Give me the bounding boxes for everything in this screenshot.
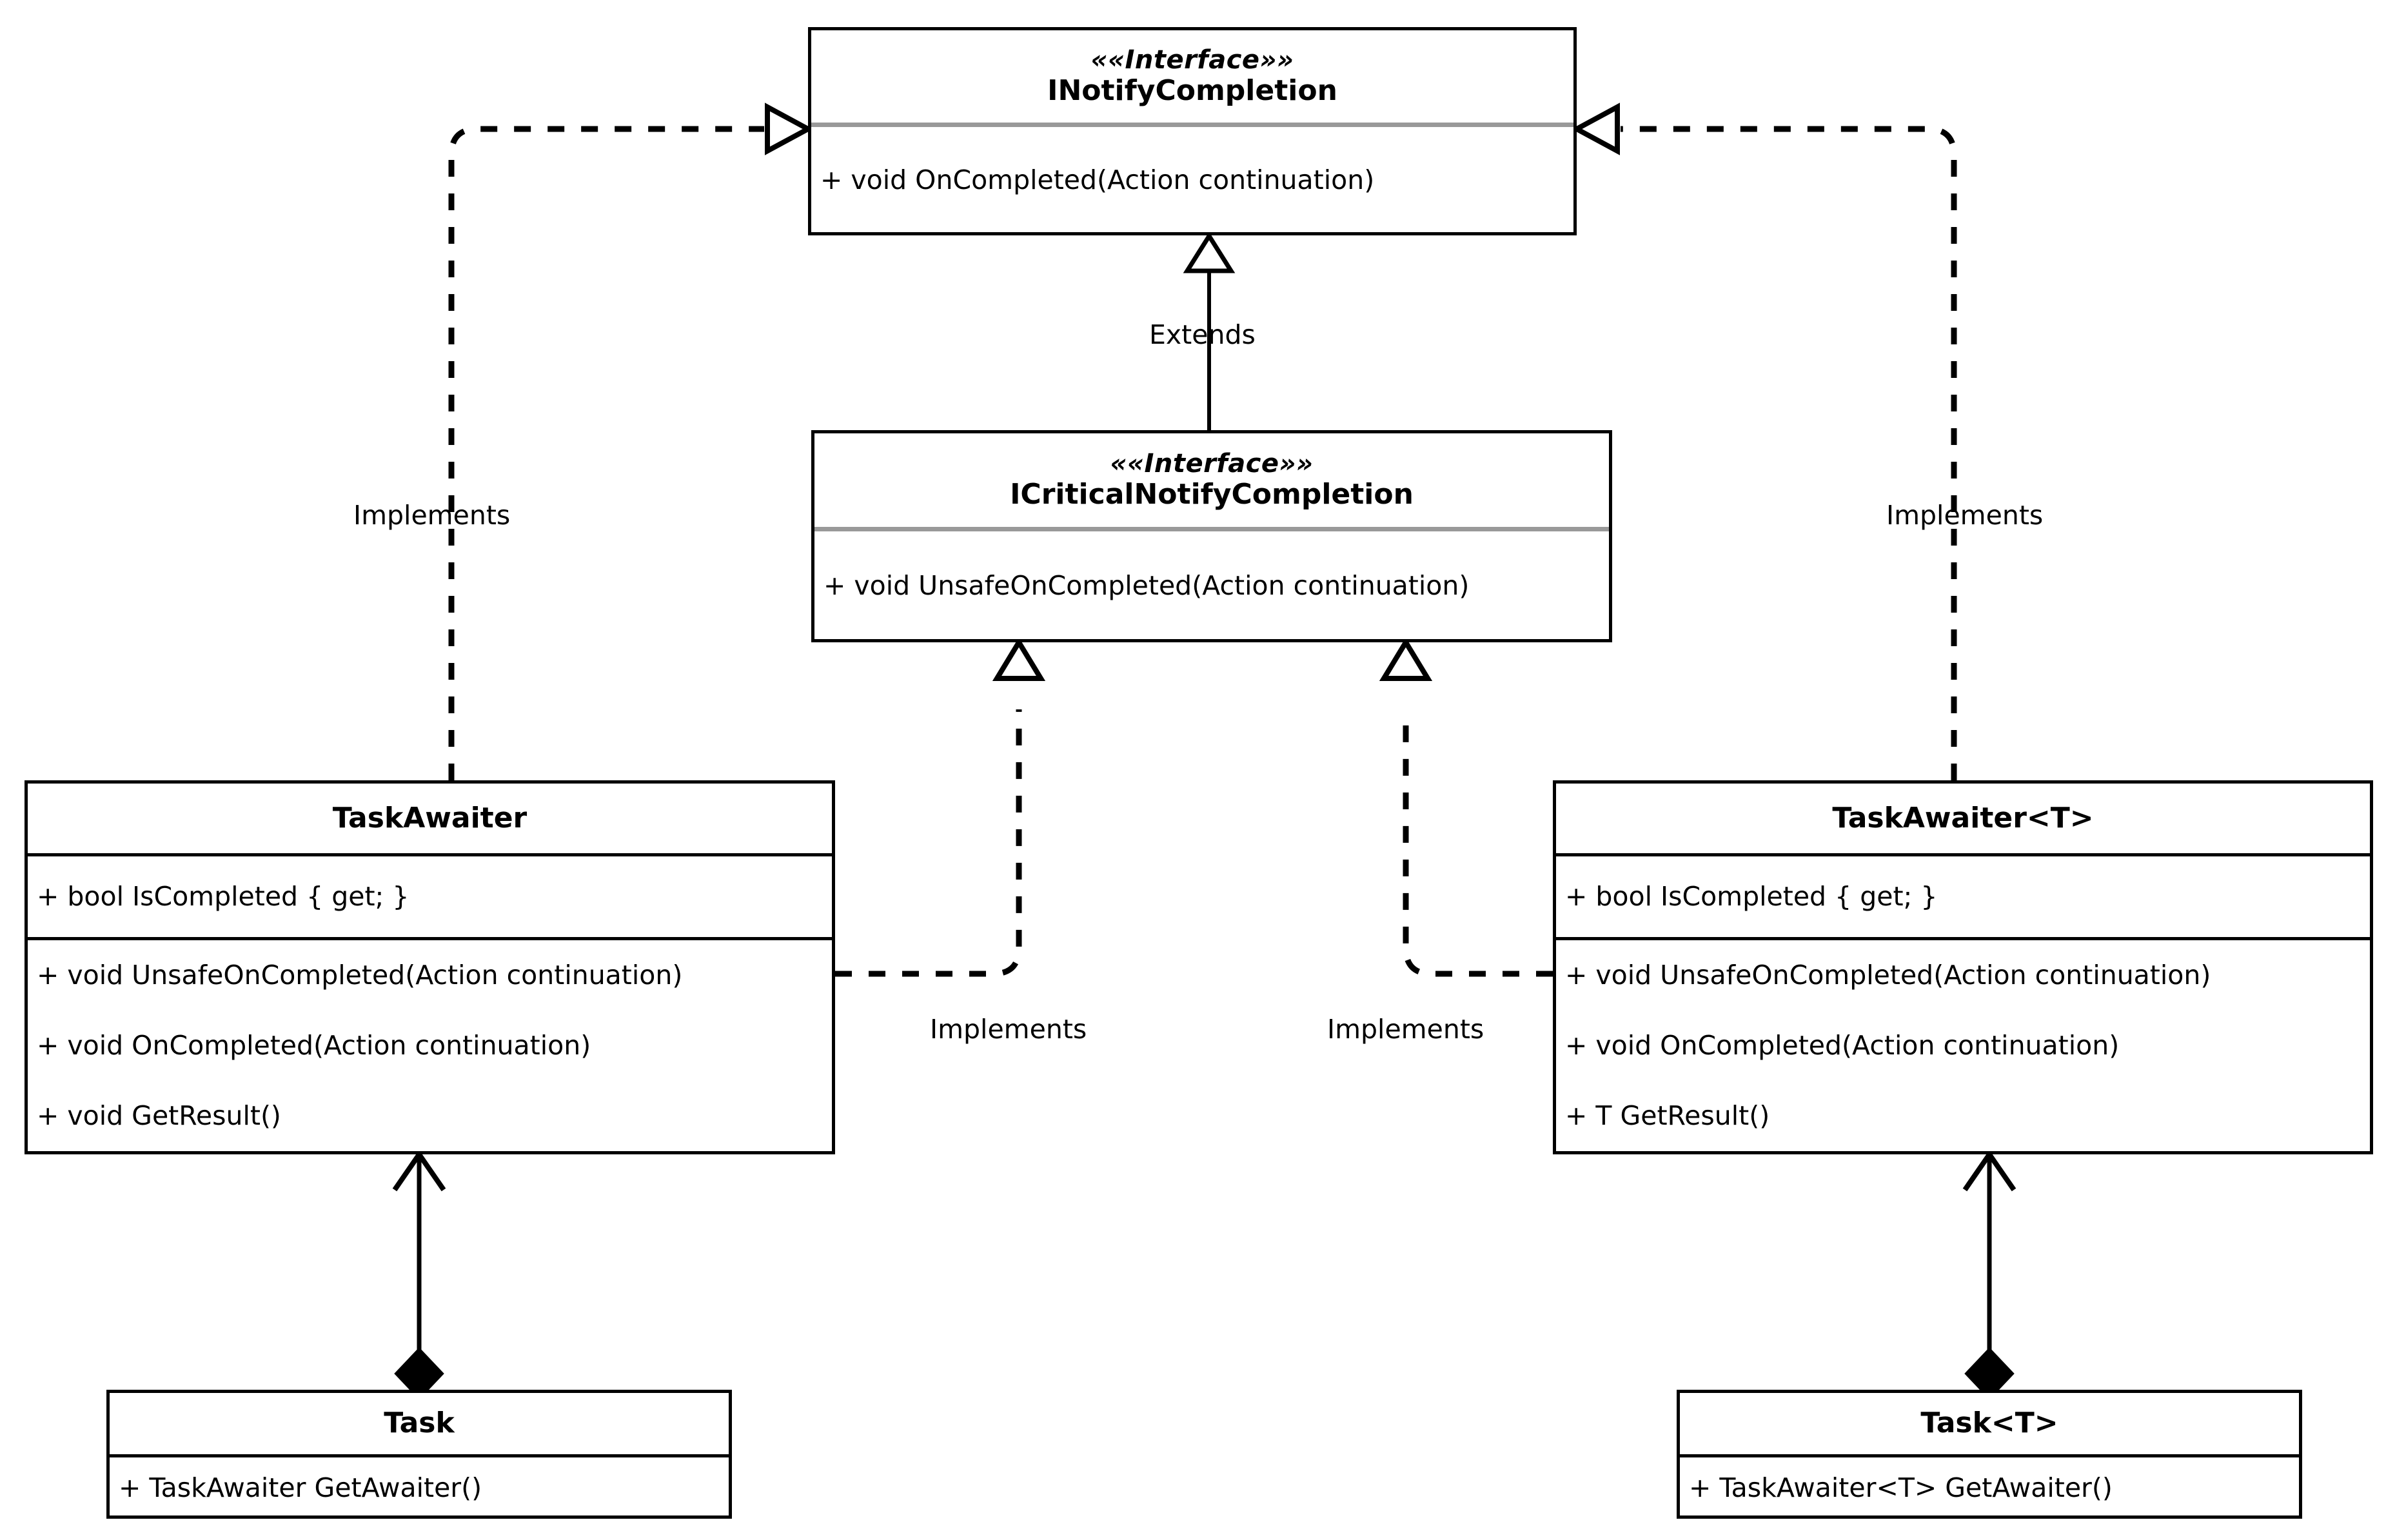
class-box-task[interactable]: Task + TaskAwaiter GetAwaiter() [106,1390,732,1519]
member-row: + void OnCompleted(Action continuation) [28,1011,832,1081]
member-row: + TaskAwaiter GetAwaiter() [110,1457,729,1519]
member-row: + TaskAwaiter<T> GetAwaiter() [1680,1457,2299,1519]
method-label: + void GetResult() [37,1100,281,1131]
class-name-label: Task [384,1407,455,1440]
class-name-label: INotifyCompletion [1047,74,1337,108]
class-header-task: Task [110,1393,729,1457]
class-header-task-generic: Task<T> [1680,1393,2299,1457]
stereotype-label: ««Interface»» [1110,449,1314,479]
property-label: + bool IsCompleted { get; } [1565,880,1938,912]
member-row: + void OnCompleted(Action continuation) [1556,1011,2370,1081]
connector-implements-left-top [448,103,814,780]
class-properties-task-awaiter: + bool IsCompleted { get; } [28,856,832,940]
member-row: + void OnCompleted(Action continuation) [811,157,1573,204]
edge-label-implements-left-mid: Implements [930,1014,1087,1045]
class-methods-task-generic: + TaskAwaiter<T> GetAwaiter() [1680,1457,2299,1519]
method-label: + void UnsafeOnCompleted(Action continua… [1565,959,2211,991]
class-box-inotify-completion[interactable]: ««Interface»» INotifyCompletion + void O… [808,27,1577,235]
connector-composition-left [392,1149,446,1400]
class-header-inotify-completion: ««Interface»» INotifyCompletion [811,30,1573,127]
class-header-task-awaiter: TaskAwaiter [28,784,832,856]
property-label: + bool IsCompleted { get; } [37,880,409,912]
class-header-task-awaiter-generic: TaskAwaiter<T> [1556,784,2370,856]
method-label: + void OnCompleted(Action continuation) [1565,1029,2120,1061]
class-header-icritical-notify-completion: ««Interface»» ICriticalNotifyCompletion [814,433,1609,531]
member-row: + T GetResult() [1556,1081,2370,1151]
method-label: + TaskAwaiter GetAwaiter() [119,1472,482,1503]
class-methods-task-awaiter: + void UnsafeOnCompleted(Action continua… [28,940,832,1151]
edge-label-extends: Extends [1149,319,1256,350]
member-row: + bool IsCompleted { get; } [1556,873,2370,921]
class-name-label: ICriticalNotifyCompletion [1010,478,1414,511]
connector-implements-right-top [1571,103,1957,780]
stereotype-label: ««Interface»» [1090,45,1294,75]
edge-label-implements-right-mid: Implements [1327,1014,1484,1045]
member-row: + void UnsafeOnCompleted(Action continua… [28,940,832,1011]
class-methods-task-awaiter-generic: + void UnsafeOnCompleted(Action continua… [1556,940,2370,1151]
class-name-label: TaskAwaiter [332,801,527,834]
member-row: + void UnsafeOnCompleted(Action continua… [1556,940,2370,1011]
class-name-label: Task<T> [1920,1407,2058,1440]
method-label: + void UnsafeOnCompleted(Action continua… [823,570,1470,602]
class-box-task-generic[interactable]: Task<T> + TaskAwaiter<T> GetAwaiter() [1677,1390,2302,1519]
class-methods-icritical-notify-completion: + void UnsafeOnCompleted(Action continua… [814,531,1609,641]
class-name-label: TaskAwaiter<T> [1832,801,2094,834]
class-methods-task: + TaskAwaiter GetAwaiter() [110,1457,729,1519]
class-methods-inotify-completion: + void OnCompleted(Action continuation) [811,127,1573,234]
method-label: + TaskAwaiter<T> GetAwaiter() [1689,1472,2113,1503]
method-label: + void UnsafeOnCompleted(Action continua… [37,959,683,991]
connector-composition-right [1962,1149,2016,1400]
edge-label-implements-left-top: Implements [353,500,511,531]
member-row: + bool IsCompleted { get; } [28,873,832,921]
member-row: + void UnsafeOnCompleted(Action continua… [814,562,1609,610]
class-box-task-awaiter-generic[interactable]: TaskAwaiter<T> + bool IsCompleted { get;… [1553,780,2373,1154]
method-label: + void OnCompleted(Action continuation) [820,164,1375,196]
class-properties-task-awaiter-generic: + bool IsCompleted { get; } [1556,856,2370,940]
class-box-icritical-notify-completion[interactable]: ««Interface»» ICriticalNotifyCompletion … [811,430,1612,642]
method-label: + T GetResult() [1565,1100,1770,1131]
edge-label-implements-right-top: Implements [1886,500,2044,531]
connector-implements-right-mid [1379,637,1553,977]
class-box-task-awaiter[interactable]: TaskAwaiter + bool IsCompleted { get; } … [25,780,835,1154]
connector-implements-left-mid [835,637,1046,977]
method-label: + void OnCompleted(Action continuation) [37,1029,591,1061]
member-row: + void GetResult() [28,1081,832,1151]
